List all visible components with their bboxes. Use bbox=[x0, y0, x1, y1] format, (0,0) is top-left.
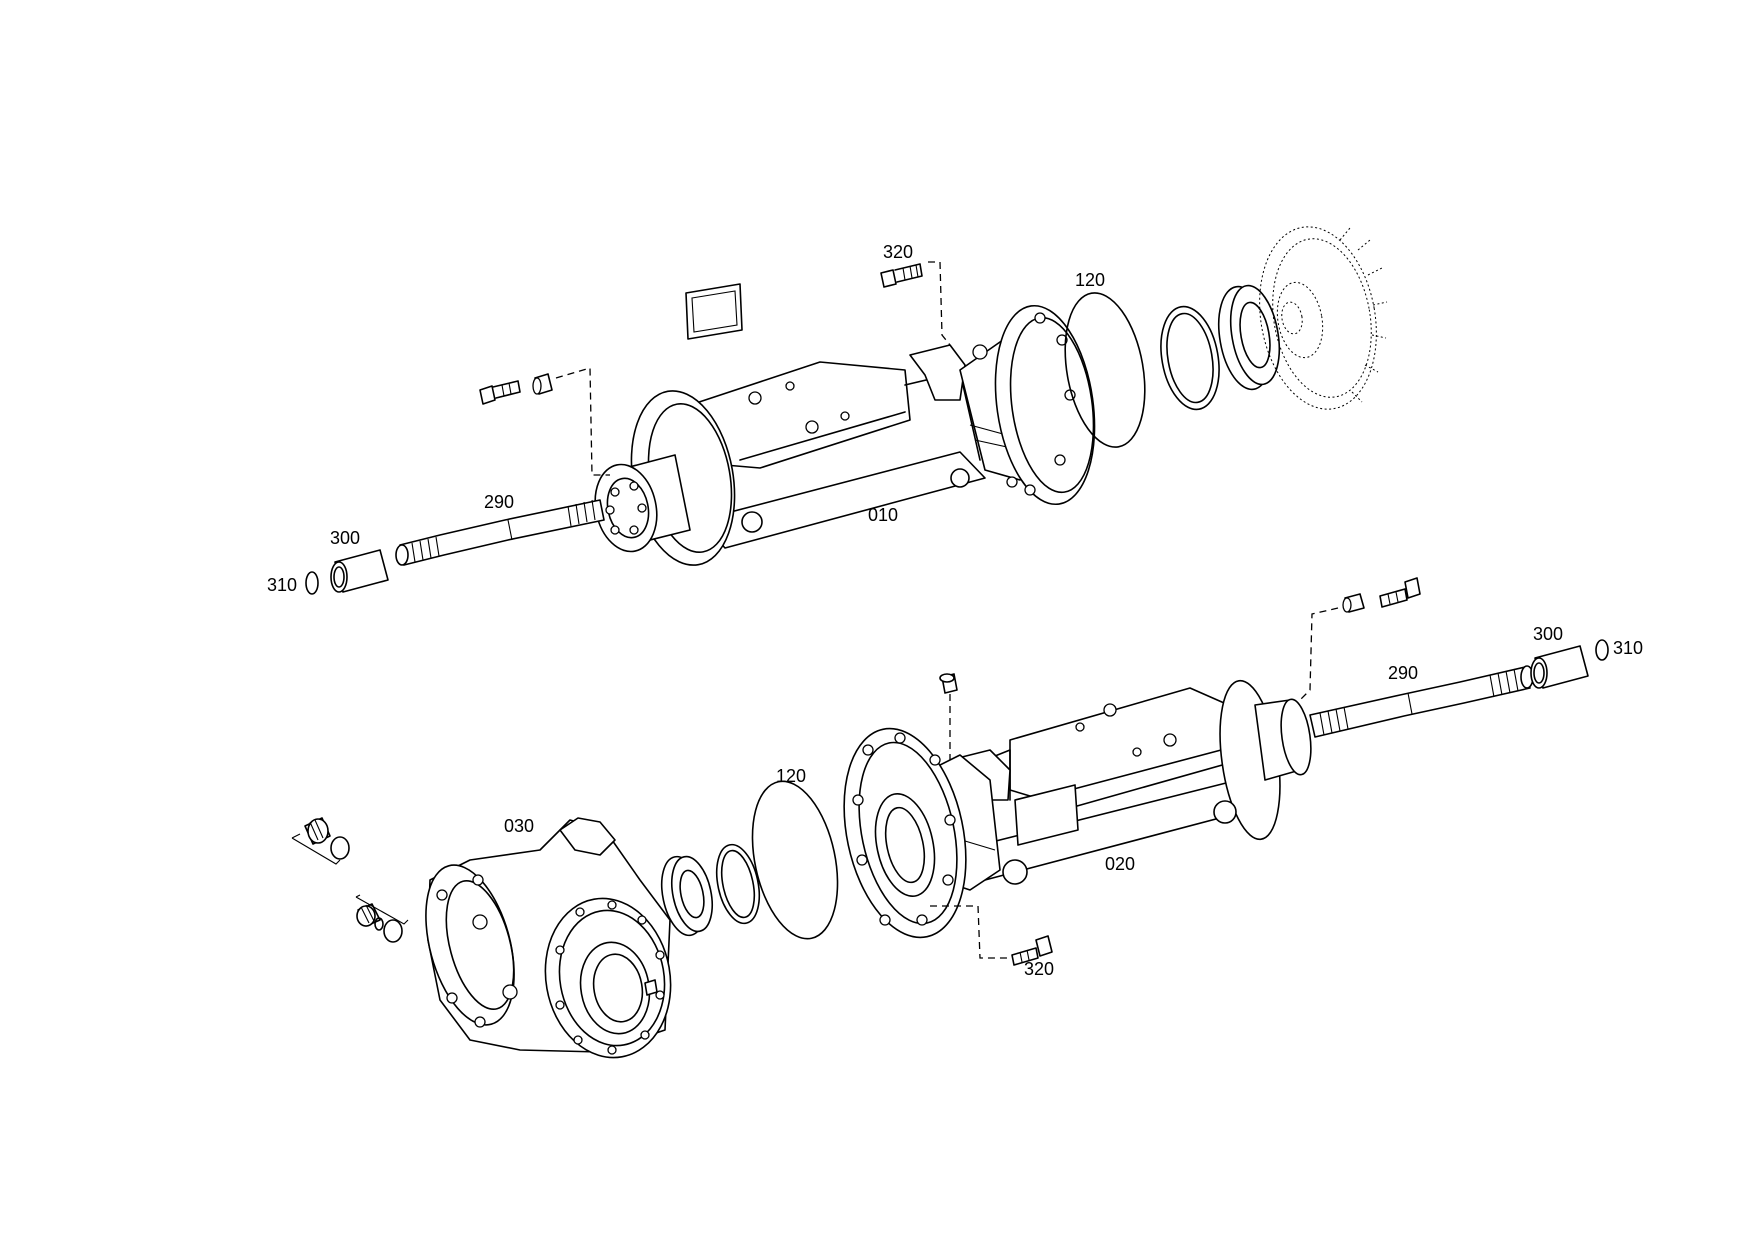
label-lower-300: 300 bbox=[1533, 624, 1563, 644]
upper-shaft-290 bbox=[395, 499, 605, 566]
label-010: 010 bbox=[868, 505, 898, 525]
upper-roller-bearing bbox=[1217, 284, 1281, 391]
lower-oring-120 bbox=[751, 780, 839, 940]
end-plug-lower bbox=[355, 894, 409, 943]
upper-bushing-300 bbox=[330, 549, 389, 593]
upper-left-screw bbox=[479, 380, 521, 405]
upper-snap-ring bbox=[1160, 305, 1220, 411]
lower-breather-fitting bbox=[939, 673, 958, 694]
label-upper-290: 290 bbox=[484, 492, 514, 512]
cover-plate bbox=[685, 283, 743, 340]
upper-gear-ghosted bbox=[1259, 226, 1388, 410]
upper-ring-310 bbox=[305, 571, 319, 595]
upper-oring-120 bbox=[1064, 292, 1146, 448]
upper-axle-housing bbox=[594, 304, 1096, 566]
lower-snap-ring bbox=[715, 843, 761, 925]
lower-shaft-290 bbox=[1309, 665, 1534, 738]
lower-screw-320 bbox=[1011, 935, 1053, 966]
lower-right-sleeve bbox=[1342, 593, 1365, 613]
label-030: 030 bbox=[504, 816, 534, 836]
end-housing-030 bbox=[425, 817, 672, 1059]
label-upper-300: 300 bbox=[330, 528, 360, 548]
lower-ring-310 bbox=[1595, 639, 1609, 661]
label-lower-290: 290 bbox=[1388, 663, 1418, 683]
label-upper-120: 120 bbox=[1075, 270, 1105, 290]
end-plug-upper bbox=[291, 817, 350, 865]
label-020: 020 bbox=[1105, 854, 1135, 874]
upper-left-sleeve bbox=[532, 373, 553, 395]
label-lower-120: 120 bbox=[776, 766, 806, 786]
label-lower-310: 310 bbox=[1613, 638, 1643, 658]
label-upper-320: 320 bbox=[883, 242, 913, 262]
lower-bushing-300 bbox=[1530, 645, 1589, 689]
lower-right-screw bbox=[1379, 577, 1421, 608]
label-lower-320: 320 bbox=[1024, 959, 1054, 979]
label-upper-310: 310 bbox=[267, 575, 297, 595]
lower-roller-bearing bbox=[660, 855, 713, 937]
lower-axle-housing bbox=[843, 679, 1312, 939]
upper-screw-320 bbox=[880, 263, 923, 288]
